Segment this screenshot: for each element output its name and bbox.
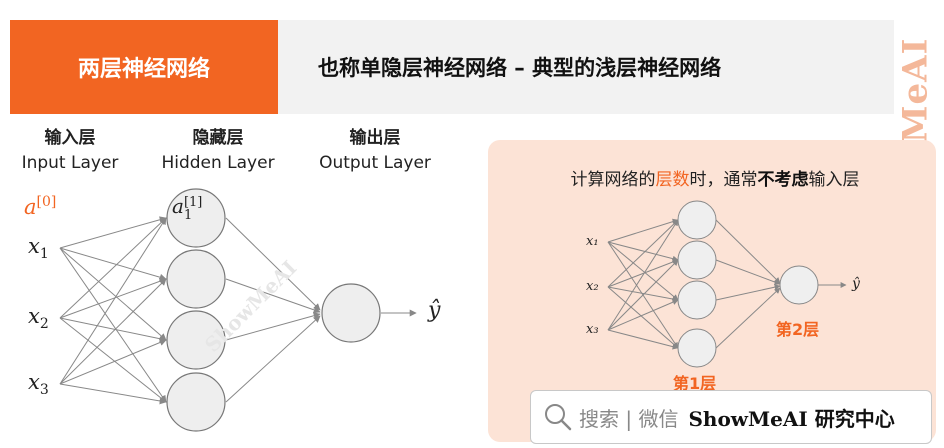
- hidden-node-2: [166, 249, 226, 309]
- mini-hidden-edges: [715, 219, 847, 349]
- search-icon: [545, 404, 572, 431]
- x3-label: x3: [28, 370, 49, 399]
- layer-2-label: 第2层: [776, 320, 820, 339]
- mini-hidden-node-1: [677, 200, 717, 240]
- hidden-node-4: [166, 372, 226, 432]
- layer-1-label: 第1层: [673, 374, 717, 393]
- search-text: 搜索 | 微信: [579, 406, 679, 431]
- mini-hidden-node-4: [677, 328, 717, 368]
- hidden-layer-zh: 隐藏层: [192, 128, 244, 148]
- page-title: 两层神经网络: [77, 57, 210, 82]
- title-box: 两层神经网络: [10, 20, 278, 114]
- output-layer-zh: 输出层: [349, 128, 401, 148]
- hidden-node-1: [166, 188, 226, 248]
- yhat-label: ŷ: [428, 298, 441, 323]
- input-to-hidden-edges: [59, 216, 167, 405]
- hidden-activation-label: a [1] 1: [172, 194, 203, 223]
- hidden-layer-heading: 隐藏层 Hidden Layer: [148, 126, 288, 176]
- mini-hidden-node-2: [677, 240, 717, 280]
- hidden-node-3: [166, 310, 226, 370]
- page-subtitle: 也称单隐层神经网络 – 典型的浅层神经网络: [318, 56, 722, 80]
- x2-label: x2: [28, 304, 49, 333]
- output-node: [321, 283, 381, 343]
- mini-yhat-label: ŷ: [852, 276, 860, 292]
- input-layer-en: Input Layer: [21, 153, 119, 173]
- input-activation-label: a[0]: [24, 194, 57, 219]
- mini-x1-label: x₁: [586, 234, 599, 249]
- mini-hidden-node-3: [677, 280, 717, 320]
- mini-output-node: [779, 265, 819, 305]
- search-brand: ShowMeAI 研究中心: [688, 406, 895, 431]
- input-layer-zh: 输入层: [44, 128, 96, 148]
- wechat-search-bar[interactable]: 搜索 | 微信 ShowMeAI 研究中心: [530, 390, 932, 444]
- hidden-layer-en: Hidden Layer: [161, 153, 275, 173]
- panel-caption: 计算网络的层数时，通常不考虑输入层: [570, 170, 860, 190]
- mini-x2-label: x₂: [586, 279, 599, 294]
- x1-label: x1: [28, 234, 49, 263]
- output-layer-en: Output Layer: [319, 153, 431, 173]
- mini-input-edges: [607, 218, 679, 350]
- input-layer-heading: 输入层 Input Layer: [10, 126, 130, 176]
- mini-x3-label: x₃: [586, 322, 599, 337]
- hidden-to-output-edges: [225, 217, 321, 403]
- output-layer-heading: 输出层 Output Layer: [305, 126, 445, 176]
